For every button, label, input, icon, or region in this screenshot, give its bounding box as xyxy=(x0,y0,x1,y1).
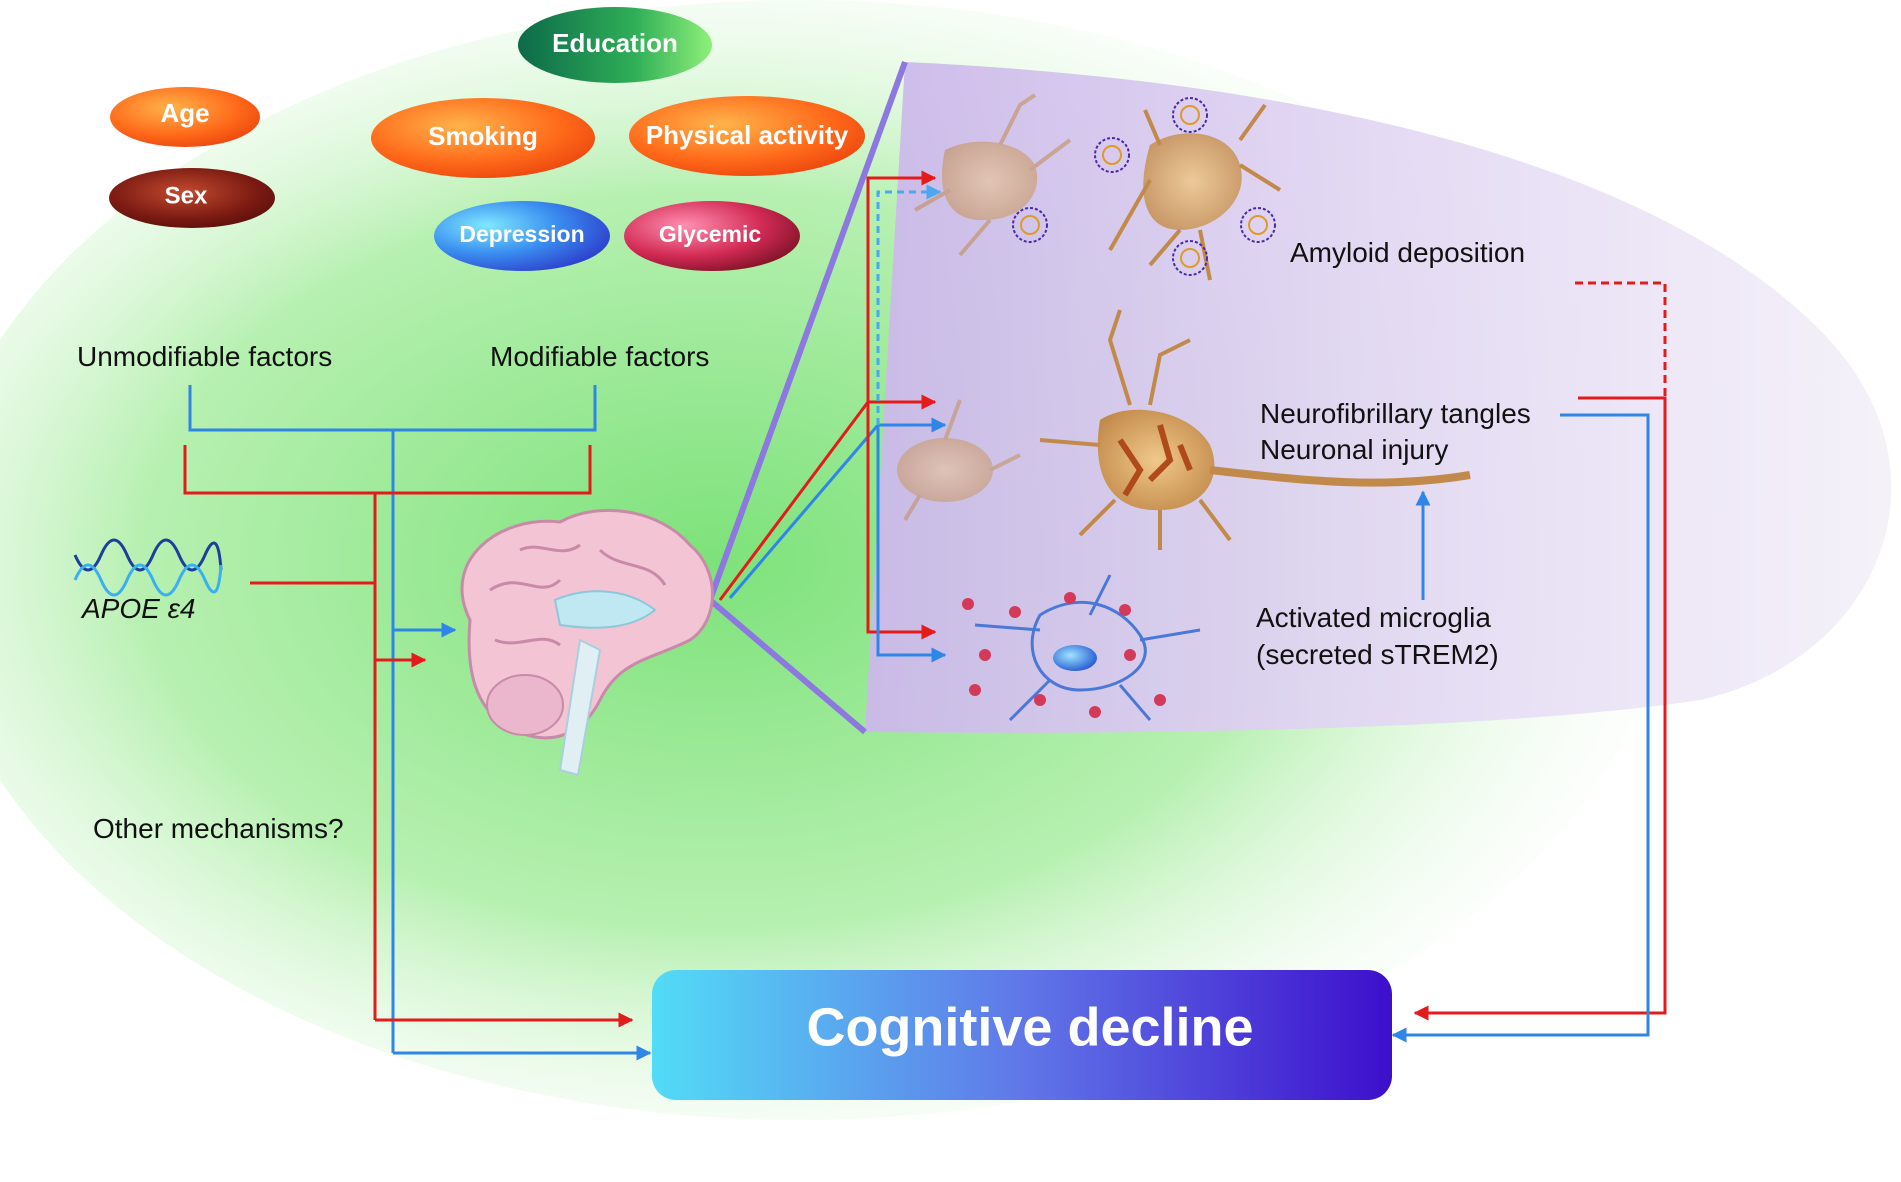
svg-text:Depression: Depression xyxy=(459,221,584,247)
neuron-icon xyxy=(914,93,1072,257)
svg-text:Cognitive decline: Cognitive decline xyxy=(806,997,1253,1057)
neurofibrillary-tangles-label: Neurofibrillary tangles xyxy=(1260,398,1531,429)
amyloid-deposition-label: Amyloid deposition xyxy=(1290,237,1525,268)
factor-age: Age xyxy=(110,87,260,147)
svg-text:Education: Education xyxy=(552,28,678,58)
blue-bracket xyxy=(188,385,652,1061)
factor-glycemic: Glycemic xyxy=(624,201,800,271)
red-bracket xyxy=(183,445,634,1028)
factor-physical-activity: Physical activity xyxy=(629,96,865,176)
zoom-line-bottom xyxy=(708,597,867,735)
brain-to-panel-arrows xyxy=(718,170,947,663)
modifiable-factors-label: Modifiable factors xyxy=(490,341,709,372)
activated-microglia-label: Activated microglia xyxy=(1256,602,1491,633)
neuronal-injury-label: Neuronal injury xyxy=(1260,434,1448,465)
factor-sex: Sex xyxy=(109,168,275,228)
microglia-icon xyxy=(974,574,1201,722)
amyloid-plaque-icon xyxy=(1012,97,1276,276)
apoe-e4-label: APOE ε4 xyxy=(80,593,195,624)
svg-text:Physical activity: Physical activity xyxy=(646,120,849,150)
dna-helix-icon xyxy=(73,538,223,597)
factor-depression: Depression xyxy=(434,201,610,271)
unmodifiable-factors-label: Unmodifiable factors xyxy=(77,341,332,372)
factor-smoking: Smoking xyxy=(371,98,595,178)
brain-sagittal-icon xyxy=(460,508,714,777)
zoom-line-top xyxy=(707,60,908,602)
other-mechanisms-label: Other mechanisms? xyxy=(93,813,344,844)
svg-text:Age: Age xyxy=(160,98,209,128)
neuron-icon xyxy=(897,399,1021,522)
right-connectors xyxy=(1391,281,1667,1043)
strem2-label: (secreted sTREM2) xyxy=(1256,639,1499,670)
cognitive-decline-box: Cognitive decline xyxy=(652,970,1392,1100)
svg-text:Smoking: Smoking xyxy=(428,121,538,151)
factor-education: Education xyxy=(518,7,712,83)
neuron-icon xyxy=(1039,309,1471,550)
neuron-icon xyxy=(1108,103,1282,281)
svg-text:Sex: Sex xyxy=(165,182,208,209)
strem2-particles xyxy=(962,592,1166,718)
svg-text:Glycemic: Glycemic xyxy=(659,221,761,247)
